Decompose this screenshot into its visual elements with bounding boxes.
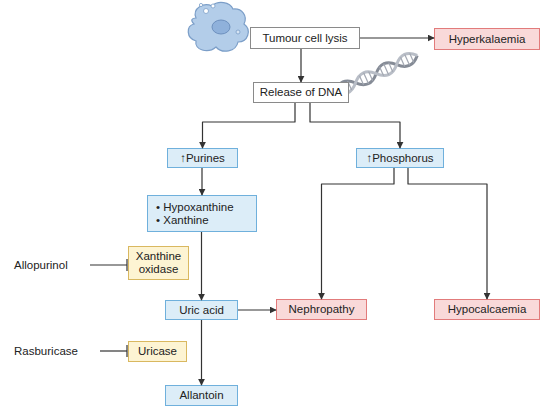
node-text: ↑Phosphorus (366, 152, 433, 165)
node-text: Allantoin (179, 389, 223, 402)
outcome-box: Nephropathy (276, 299, 367, 320)
node-text: Tumour cell lysis (262, 32, 347, 45)
cell-fragment (211, 4, 215, 8)
node-text: Uricase (138, 345, 177, 358)
outcome-box: Hyperkalaemia (434, 28, 540, 50)
enzyme-box: Uricase (128, 341, 187, 362)
node-text: Xanthine oxidase (129, 250, 188, 276)
flow-arrow (201, 232, 202, 300)
node-text: Release of DNA (260, 86, 342, 99)
metabolite-box: ↑Phosphorus (356, 148, 444, 168)
drug-label: Rasburicase (14, 345, 78, 358)
flow-arrow (322, 168, 395, 299)
node-text: ↑Purines (180, 152, 225, 165)
cell-fragment (204, 9, 209, 14)
outcome-box: Hypocalcaemia (434, 299, 540, 320)
node-text: Uric acid (179, 304, 224, 317)
inhibition-line (100, 345, 127, 357)
node-text: • Xanthine (156, 214, 209, 227)
flow-arrow (408, 168, 487, 299)
flow-arrow (201, 320, 202, 385)
node-text: Hyperkalaemia (449, 33, 526, 46)
metabolite-box: • Hypoxanthine• Xanthine (147, 195, 257, 232)
cell-body (188, 2, 248, 51)
cell-fragment (236, 30, 240, 34)
metabolite-box: ↑Purines (167, 148, 238, 168)
flow-arrow (360, 37, 434, 38)
flow-arrow (201, 168, 202, 195)
flow-arrow (238, 309, 276, 310)
tumour-cell-illustration (188, 2, 248, 51)
flow-arrow (300, 49, 301, 82)
process-box: Tumour cell lysis (250, 27, 360, 49)
node-text: Hypocalcaemia (448, 303, 527, 316)
flow-arrow (203, 103, 296, 148)
metabolite-box: Uric acid (165, 300, 238, 320)
dna-rungs (338, 52, 414, 95)
inhibition-line (90, 259, 127, 271)
node-text: • Hypoxanthine (156, 201, 234, 214)
cell-nucleus (212, 20, 230, 34)
cell-fragment (199, 3, 202, 6)
metabolite-box: Allantoin (165, 385, 238, 406)
drug-label: Allopurinol (14, 259, 68, 272)
node-text: Nephropathy (289, 303, 355, 316)
process-box: Release of DNA (253, 82, 349, 103)
flow-arrow (310, 103, 400, 148)
enzyme-box: Xanthine oxidase (128, 246, 189, 280)
